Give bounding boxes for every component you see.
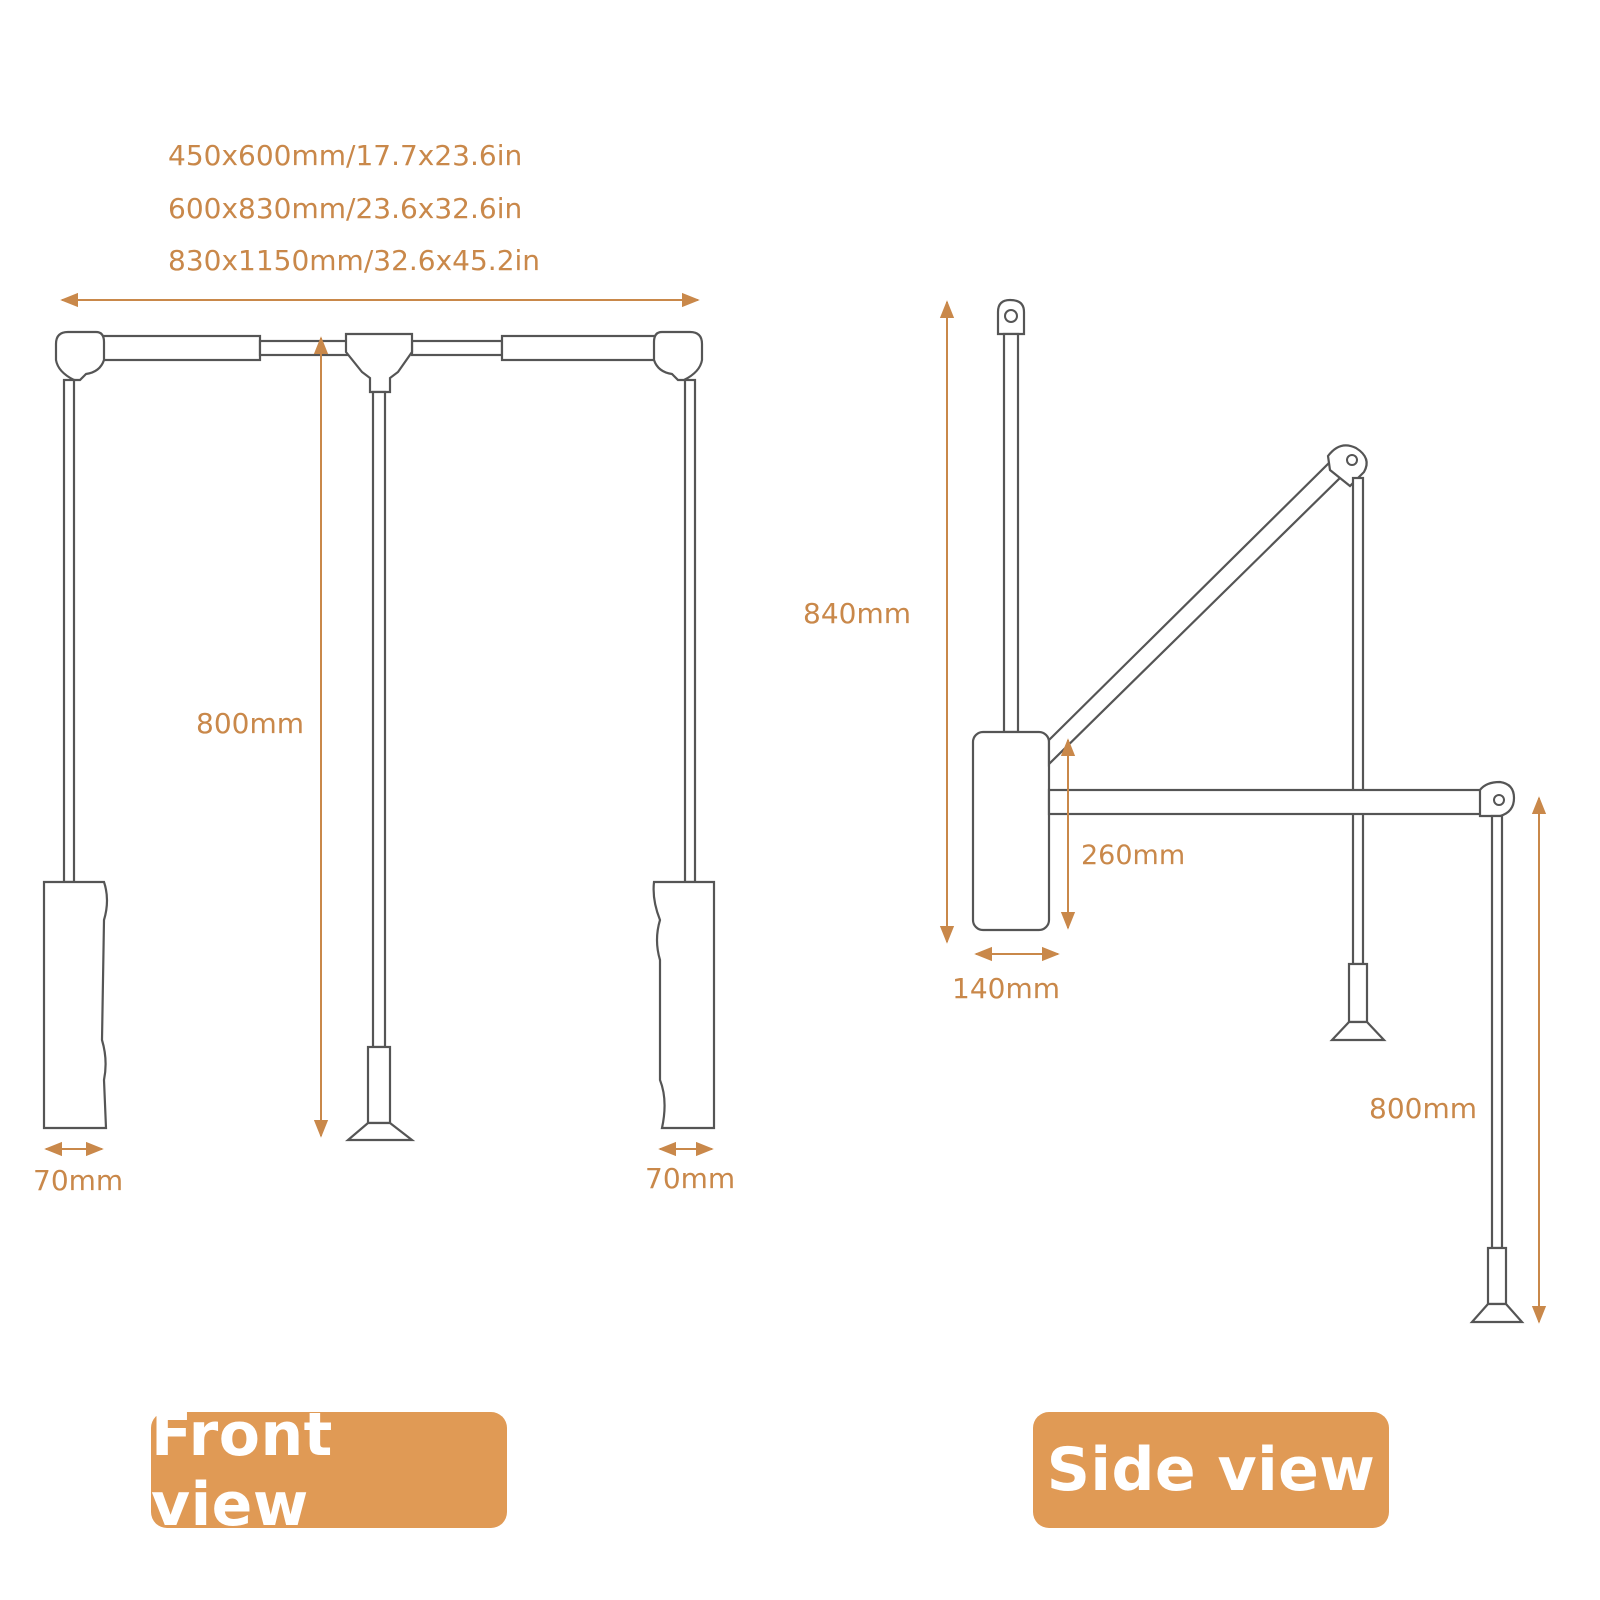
- front-top-bar-right: [500, 334, 659, 362]
- side-middle-handle-base: [1329, 1020, 1387, 1042]
- front-top-bar-inner-left: [258, 339, 352, 357]
- side-middle-handle-stem: [1347, 962, 1369, 1024]
- side-arm-end-hole: [1346, 454, 1358, 466]
- side-block-width-label: 140mm: [952, 972, 1060, 1005]
- front-handle-stem: [366, 1045, 392, 1125]
- size-option-2: 600x830mm/23.6x32.6in: [168, 192, 522, 225]
- side-view-badge: Side view: [1033, 1412, 1389, 1528]
- front-left-bracket: [54, 330, 106, 382]
- front-view-drawing: 800mm 70mm 70mm: [33, 292, 735, 1197]
- side-housing-block: [971, 730, 1051, 932]
- side-drop-handle-stem: [1486, 1246, 1508, 1306]
- front-right-bracket: [652, 330, 704, 382]
- side-diagonal-arm: [1047, 456, 1348, 767]
- front-top-bar-inner-right: [410, 339, 504, 357]
- side-horizontal-arm: [1047, 788, 1483, 816]
- front-center-bracket: [344, 332, 414, 394]
- front-view-badge: Front view: [151, 1400, 507, 1540]
- size-option-1: 450x600mm/17.7x23.6in: [168, 139, 522, 172]
- side-end-mount-hole: [1493, 794, 1505, 806]
- side-height-label: 840mm: [803, 597, 911, 630]
- side-top-mount: [996, 298, 1026, 336]
- front-right-width-label: 70mm: [645, 1162, 735, 1195]
- front-center-rod: [371, 390, 387, 1049]
- side-drop-label: 800mm: [1369, 1092, 1477, 1125]
- front-left-rod: [62, 378, 76, 884]
- side-middle-rod: [1351, 476, 1365, 966]
- front-handle-base: [345, 1121, 416, 1142]
- front-right-rod: [683, 378, 697, 884]
- side-vertical-rod: [1002, 332, 1020, 734]
- side-view-drawing: 840mm 260mm 140mm 800mm: [803, 298, 1547, 1324]
- side-top-mount-hole: [1004, 309, 1018, 323]
- front-left-housing: [42, 880, 109, 1130]
- front-right-housing: [652, 880, 716, 1130]
- side-end-mount: [1478, 780, 1516, 818]
- size-option-3: 830x1150mm/32.6x45.2in: [168, 244, 540, 277]
- front-left-width-label: 70mm: [33, 1164, 123, 1197]
- side-arm-end-cap: [1326, 444, 1368, 488]
- side-block-height-label: 260mm: [1081, 840, 1185, 871]
- side-drop-handle-base: [1469, 1302, 1525, 1324]
- front-height-label: 800mm: [196, 707, 304, 740]
- side-drop-rod: [1490, 814, 1504, 1250]
- front-top-bar-left: [98, 334, 262, 362]
